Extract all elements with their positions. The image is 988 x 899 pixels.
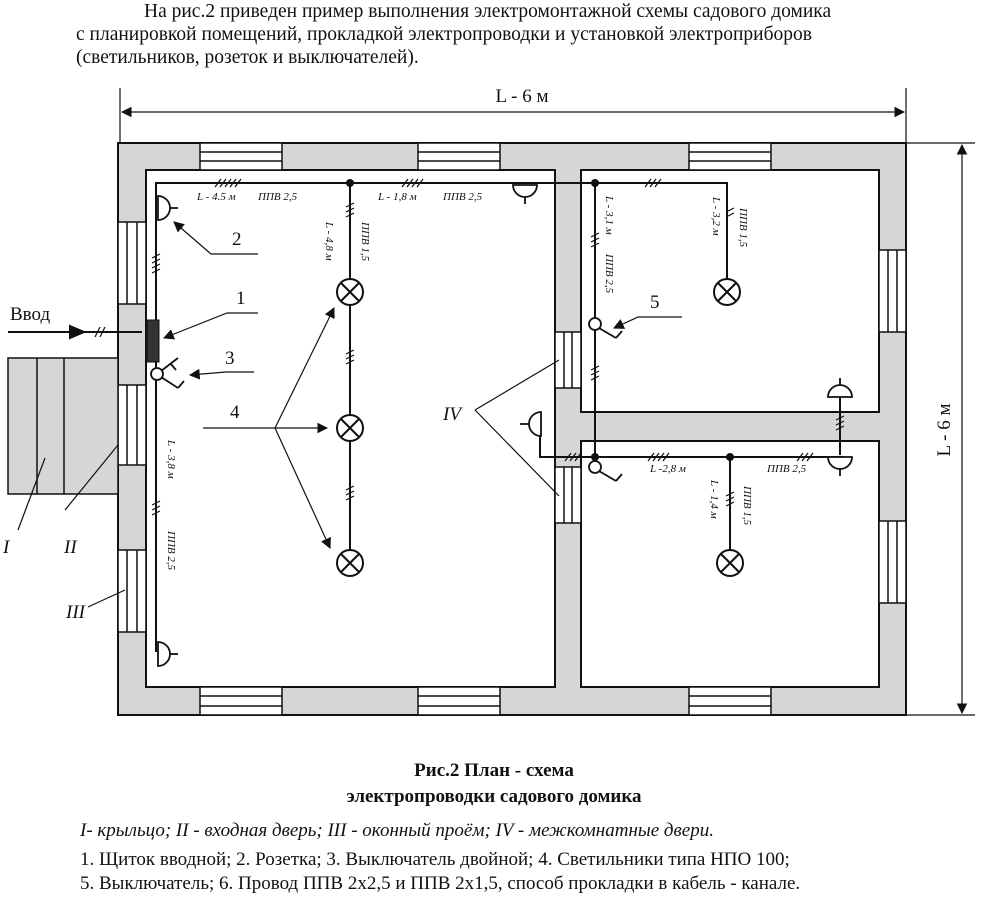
lamp-4: [713, 278, 741, 306]
figure-caption-line-1: Рис.2 План - схема: [414, 760, 574, 781]
wire-top-mid-length: L - 1,8 м: [377, 191, 417, 203]
wire-bottom-lamp-type: ППВ 1,5: [741, 485, 753, 526]
switches: [150, 317, 623, 482]
socket-top-left: [157, 195, 178, 221]
label-III: III: [65, 602, 87, 623]
callout-5: 5: [650, 292, 660, 313]
lamp-1: [336, 278, 364, 306]
lamp-2: [336, 414, 364, 442]
wiring: [155, 182, 845, 652]
socket-right-upper: [827, 378, 853, 398]
wire-lamp-length: L - 4,8 м: [323, 221, 335, 261]
intro-line-1: На рис.2 приведен пример выполнения элек…: [144, 1, 832, 22]
window-left-3: [117, 549, 147, 633]
window-bottom-3: [688, 686, 772, 716]
wire-right-top-length: L - 3,1 м: [603, 195, 615, 235]
wire-bottom-type: ППВ 2,5: [766, 463, 807, 475]
switch-top-right: [588, 317, 623, 339]
label-IV: IV: [442, 404, 463, 425]
dimension-right: [906, 142, 975, 716]
input-cable: [8, 324, 142, 340]
sockets: [157, 184, 853, 667]
window-bottom-2: [417, 686, 501, 716]
window-top-2: [417, 142, 501, 171]
intro-line-2: с планировкой помещений, прокладкой элек…: [76, 24, 813, 45]
callout-numbers: 2 1 3 4 5 IV I II III: [2, 229, 660, 623]
intro-paragraph: На рис.2 приведен пример выполнения элек…: [76, 0, 976, 69]
callout-1: 1: [236, 288, 246, 309]
lamp-3: [336, 549, 364, 577]
callouts: [17, 221, 682, 608]
porch: [7, 357, 119, 495]
window-right-2: [878, 520, 907, 604]
window-right-1: [878, 249, 907, 333]
dimension-top-label: L - 6 м: [495, 86, 548, 107]
window-left-1: [117, 221, 147, 305]
dimension-top: [119, 88, 907, 143]
wire-lamp-type: ППВ 1,5: [359, 221, 371, 262]
wire-junctions: [346, 179, 734, 461]
legend-line-1: 1. Щиток вводной; 2. Розетка; 3. Выключа…: [80, 849, 790, 870]
window-top-3: [688, 142, 772, 171]
intro-line-3: (светильников, розеток и выключателей).: [76, 47, 419, 68]
distribution-panel: [146, 319, 160, 363]
socket-top-center: [512, 184, 538, 204]
label-II: II: [63, 537, 78, 558]
interior-door-1: [554, 331, 582, 389]
wire-tick-marks: [151, 178, 845, 516]
input-label: Ввод: [10, 304, 50, 325]
wire-left-type: ППВ 2,5: [165, 530, 177, 571]
wire-left-length: L - 3,8 м: [165, 439, 177, 479]
lamps: [336, 278, 744, 577]
socket-right-lower: [827, 456, 853, 476]
wire-right-lamp-type: ППВ 1,5: [737, 207, 749, 248]
dimension-right-label: L - 6 м: [934, 403, 955, 456]
callout-2: 2: [232, 229, 242, 250]
legend-line-2: 5. Выключатель; 6. Провод ППВ 2х2,5 и ПП…: [80, 873, 801, 894]
wire-top-mid-type: ППВ 2,5: [442, 191, 483, 203]
windows: [117, 142, 907, 716]
interior-door-2: [554, 466, 582, 524]
wire-right-top-type: ППВ 2,5: [603, 253, 615, 294]
wire-bottom-lamp-length: L - 1,4 м: [708, 479, 720, 519]
doors: [117, 331, 582, 524]
switch-bottom-right: [588, 460, 623, 482]
figure-caption-line-2: электропроводки садового домика: [346, 786, 642, 807]
callout-4: 4: [230, 402, 240, 423]
wire-top-left-length: L - 4.5 м: [196, 191, 236, 203]
double-switch: [150, 357, 185, 389]
label-I: I: [2, 537, 11, 558]
wire-right-lamp-length: L - 3,2 м: [710, 196, 722, 236]
wire-bottom-length: L -2,8 м: [649, 463, 686, 475]
callout-3: 3: [225, 348, 235, 369]
window-top-1: [199, 142, 283, 171]
entrance-door: [117, 384, 147, 466]
wire-annotations: L - 4.5 м ППВ 2,5 L - 1,8 м ППВ 2,5 L - …: [165, 191, 807, 571]
window-bottom-1: [199, 686, 283, 716]
lamp-5: [716, 549, 744, 577]
legend-roman: I- крыльцо; II - входная дверь; III - ок…: [80, 820, 714, 841]
socket-bottom-left: [157, 641, 178, 667]
floor-plan-diagram: L - 6 м L - 6 м Ввод: [2, 86, 975, 716]
socket-door: [520, 411, 542, 437]
wire-top-left-type: ППВ 2,5: [257, 191, 298, 203]
